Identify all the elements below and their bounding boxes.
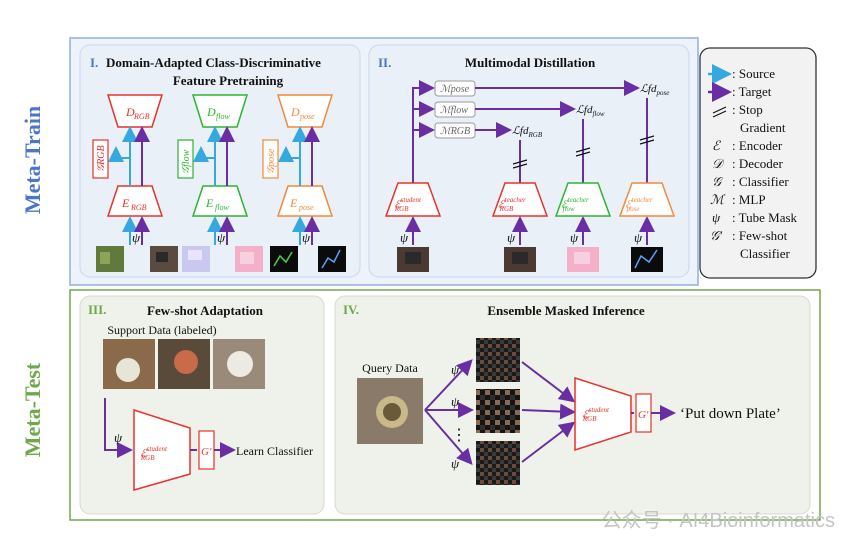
legend-stop-gradient-mark: [712, 106, 727, 114]
psi-mask-3: ψ: [451, 456, 460, 471]
decoder-pose-symbol: D: [290, 105, 300, 119]
legend-classifier2-text: Classifier: [740, 246, 790, 261]
legend-tube-mask-text: : Tube Mask: [732, 210, 798, 225]
panel-2-number: II.: [378, 55, 391, 70]
watermark-text: 公众号 · AI4Bioinformatics: [602, 509, 835, 532]
query-data-label: Query Data: [362, 361, 418, 375]
encoder-rgb-sub: RGB: [130, 203, 147, 212]
classifier-pose-label: 𝒢pose: [266, 148, 277, 174]
mlp-pose-label: ℳpose: [440, 84, 470, 95]
student-encoder-rgb-box: [384, 182, 442, 217]
encoder-rgb-box: [106, 185, 164, 217]
panel-4-number: IV.: [343, 302, 359, 317]
decoder-rgb-box: [106, 94, 164, 128]
fewshot-classifier-label: G′: [201, 446, 212, 458]
panel-2-title: Multimodal Distillation: [465, 55, 596, 70]
psi-fewshot: ψ: [114, 430, 123, 445]
encoder-flow-box: [191, 185, 249, 217]
inference-classifier-label: G′: [638, 409, 649, 421]
encoder-pose-box: [276, 185, 334, 217]
encoder-flow-sub: flow: [215, 203, 229, 212]
psi-pose: ψ: [302, 230, 311, 245]
panel-1-title-line2: Feature Pretraining: [173, 73, 284, 88]
panel-3-number: III.: [88, 302, 106, 317]
decoder-rgb-sub: RGB: [133, 112, 150, 121]
legend-decoder-symbol: 𝒟: [712, 156, 725, 171]
decoder-flow-symbol: D: [206, 105, 216, 119]
masked-view-1: [476, 338, 520, 382]
classifier-flow-label: 𝒢flow: [181, 149, 192, 174]
panel-4-title: Ensemble Masked Inference: [487, 303, 644, 318]
decoder-flow-sub: flow: [216, 112, 230, 121]
prediction-output: ‘Put down Plate’: [680, 406, 781, 422]
psi-flow: ψ: [217, 230, 226, 245]
support-data-label: Support Data (labeled): [107, 323, 216, 337]
mlp-rgb-label: ℳRGB: [440, 126, 470, 137]
legend-mlp-symbol: ℳ: [710, 192, 726, 207]
meta-test-label: Meta-Test: [20, 362, 45, 457]
mlp-flow-label: ℳflow: [440, 105, 468, 116]
legend-encoder-symbol: ℰ: [712, 138, 721, 153]
masked-view-3: [476, 441, 520, 485]
psi-rgb: ψ: [132, 230, 141, 245]
panel-3-title: Few-shot Adaptation: [147, 303, 264, 318]
legend-source-text: : Source: [732, 66, 775, 81]
learn-classifier-text: Learn Classifier: [236, 444, 313, 458]
decoder-rgb-symbol: D: [125, 105, 135, 119]
panel-1-number: I.: [90, 55, 98, 70]
psi-mask-2: ψ: [451, 394, 460, 409]
psi-teacher-flow: ψ: [570, 230, 579, 245]
decoder-flow-box: [191, 94, 249, 128]
masked-view-2: [476, 389, 520, 433]
decoder-pose-sub: pose: [299, 112, 315, 121]
panel-1-rgb-column: D RGB E RGB 𝒢RGB ψ: [92, 94, 178, 272]
psi-student: ψ: [400, 230, 409, 245]
support-images: [103, 339, 265, 389]
inference-student-encoder-box: [574, 376, 632, 452]
teacher-encoder-flow-box: [554, 182, 612, 217]
meta-train-label: Meta-Train: [20, 106, 45, 214]
legend-tube-mask-symbol: ψ: [712, 210, 721, 225]
legend-fewshot-text: : Few-shot: [732, 228, 788, 243]
encoder-rgb-symbol: E: [121, 196, 130, 210]
psi-mask-1: ψ: [451, 362, 460, 377]
psi-teacher-rgb: ψ: [507, 230, 516, 245]
classifier-rgb-label: 𝒢RGB: [96, 145, 107, 172]
legend-classifier-symbol: 𝒢: [712, 174, 724, 189]
legend-classifier-text: : Classifier: [732, 174, 789, 189]
fewshot-student-encoder-box: [133, 408, 191, 491]
decoder-pose-box: [276, 94, 334, 128]
thumb-teacher-pose: [631, 247, 663, 272]
panel-1-title-line1: Domain-Adapted Class-Discriminative: [106, 55, 321, 70]
teacher-encoder-pose-box: [618, 182, 676, 217]
panel-1-flow-column: D flow E flow 𝒢flow ψ: [177, 94, 263, 272]
legend: : Source : Target : Stop Gradient ℰ : En…: [708, 64, 798, 261]
legend-fewshot-symbol: 𝒢′: [710, 228, 722, 243]
legend-encoder-text: : Encoder: [732, 138, 783, 153]
legend-mlp-text: : MLP: [732, 192, 766, 207]
panel-2-mlps: ℳpose ℳflow ℳRGB: [434, 80, 476, 139]
teacher-encoder-rgb-box: [491, 182, 549, 217]
legend-target-text: : Target: [732, 84, 772, 99]
psi-teacher-pose: ψ: [634, 230, 643, 245]
legend-decoder-text: : Decoder: [732, 156, 784, 171]
panel-1-pose-column: D pose E pose 𝒢pose ψ: [262, 94, 346, 272]
ellipsis-dots: ⋮: [451, 427, 467, 444]
encoder-pose-symbol: E: [289, 196, 298, 210]
encoder-pose-sub: pose: [298, 203, 314, 212]
legend-stop-text: : Stop: [732, 102, 763, 117]
encoder-flow-symbol: E: [205, 196, 214, 210]
legend-gradient-text: Gradient: [740, 120, 786, 135]
legend-box: [699, 47, 817, 279]
